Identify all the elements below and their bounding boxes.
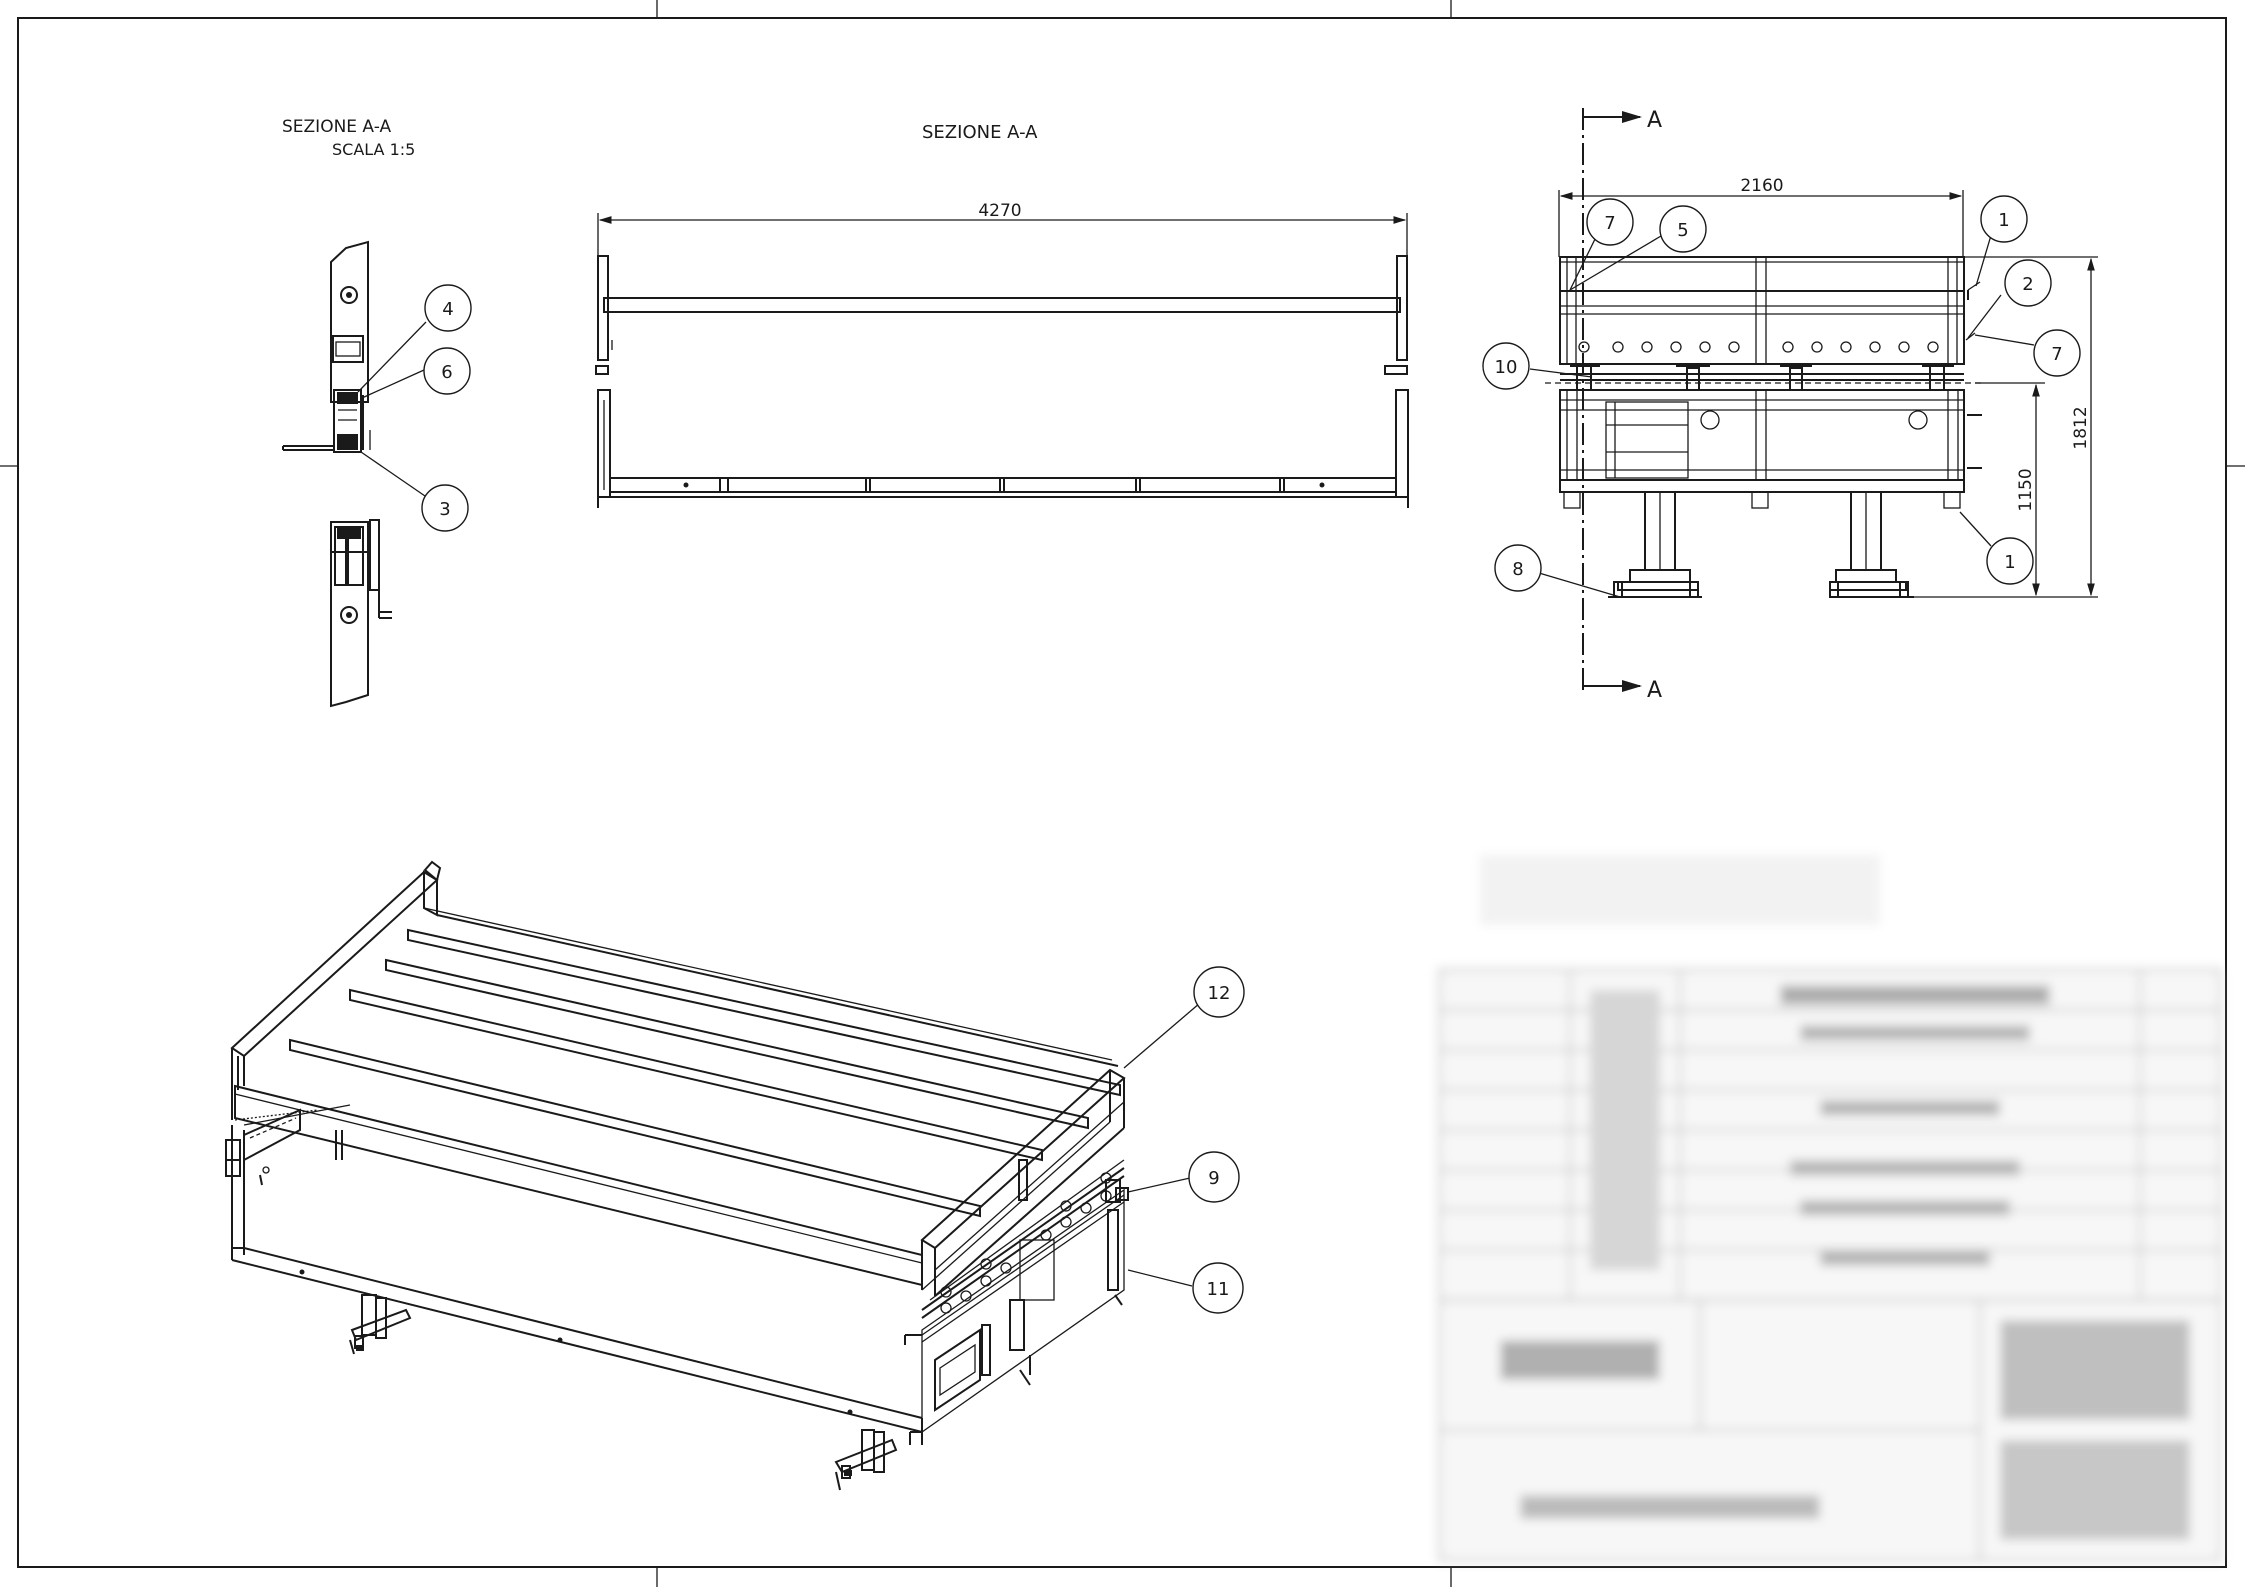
main-section-title: SEZIONE A-A (922, 122, 1038, 143)
svg-text:12: 12 (1208, 983, 1231, 1004)
balloon-7-right: 7 (2033, 329, 2081, 377)
detail-section-title: SEZIONE A-A (282, 117, 391, 137)
svg-text:7: 7 (2051, 344, 2062, 365)
isometric-view: 12 9 11 (225, 860, 1245, 1491)
svg-text:7: 7 (1604, 213, 1615, 234)
svg-text:1: 1 (2004, 552, 2015, 573)
cut-label-bottom: A (1647, 678, 1662, 703)
dimension-height-partial: 1150 (2016, 468, 2036, 511)
balloon-7-left: 7 (1586, 198, 1634, 246)
bolt-hole (340, 286, 358, 304)
balloon-2: 2 (2004, 259, 2052, 307)
svg-text:8: 8 (1512, 559, 1523, 580)
svg-text:3: 3 (439, 499, 450, 520)
svg-text:10: 10 (1495, 357, 1518, 378)
balloon-5: 5 (1659, 205, 1707, 253)
balloon-6: 6 (423, 347, 471, 395)
balloon-9: 9 (1188, 1151, 1240, 1203)
dimension-width: 2160 (1740, 176, 1783, 196)
title-block-blurred (1438, 855, 2222, 1562)
dimension-length: 4270 (978, 201, 1021, 221)
balloon-10: 10 (1482, 342, 1530, 390)
dimension-height-total: 1812 (2071, 406, 2091, 449)
leg-right (834, 1429, 898, 1491)
leg-left (349, 1294, 412, 1355)
svg-text:11: 11 (1207, 1279, 1230, 1300)
main-section-view: SEZIONE A-A 4270 (595, 122, 1409, 508)
balloon-11: 11 (1192, 1262, 1244, 1314)
svg-text:5: 5 (1677, 220, 1688, 241)
svg-text:6: 6 (441, 362, 452, 383)
balloon-8: 8 (1494, 544, 1542, 592)
balloon-12: 12 (1193, 966, 1245, 1018)
clamp-block (333, 389, 362, 453)
cut-label-top: A (1647, 108, 1662, 133)
svg-text:2: 2 (2022, 274, 2033, 295)
detail-section-scale: SCALA 1:5 (332, 140, 415, 159)
detail-section-view: SEZIONE A-A SCALA 1:5 (282, 117, 472, 708)
balloon-1-bottom: 1 (1986, 537, 2034, 585)
svg-text:9: 9 (1208, 1168, 1219, 1189)
svg-text:1: 1 (1998, 210, 2009, 231)
balloon-3: 3 (421, 484, 469, 532)
svg-text:4: 4 (442, 299, 453, 320)
side-view: A A 2160 (1482, 108, 2098, 703)
balloon-1-top: 1 (1980, 195, 2028, 243)
balloon-4: 4 (424, 284, 472, 332)
